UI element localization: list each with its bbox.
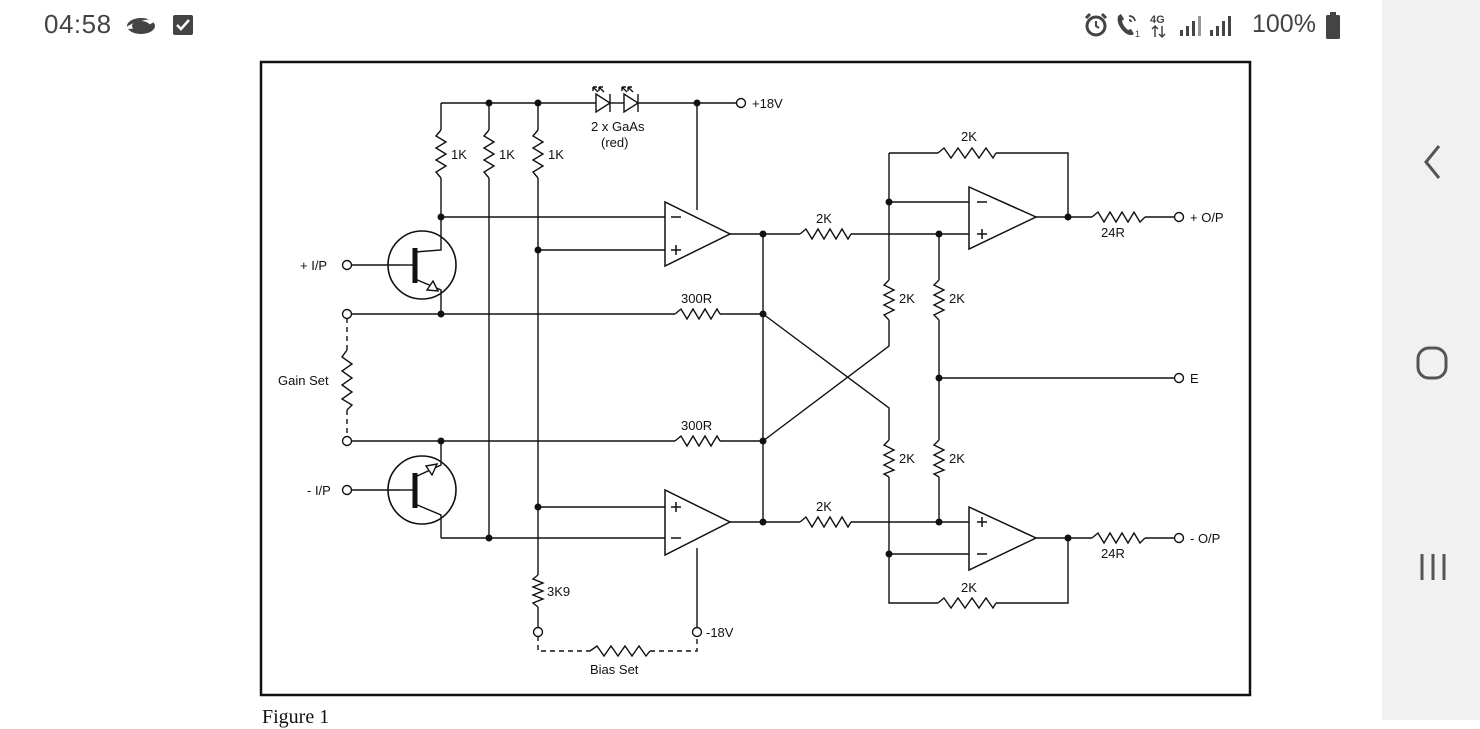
label-leds-color: (red) <box>601 135 628 150</box>
status-time: 04:58 <box>44 9 112 39</box>
label-2k-mid-d: 2K <box>949 451 965 466</box>
label-neg18v: -18V <box>706 625 734 640</box>
label-2k-in-top: 2K <box>816 211 832 226</box>
label-output-neg: - O/P <box>1190 531 1220 546</box>
label-pos18v: +18V <box>752 96 783 111</box>
terminal-output-pos <box>1173 211 1185 223</box>
label-leds: 2 x GaAs <box>591 119 645 134</box>
resistor-gain-set <box>340 349 354 411</box>
figure-caption: Figure 1 <box>262 706 330 728</box>
resistor-24r-bottom <box>1091 531 1146 545</box>
recent-apps-button[interactable] <box>1382 528 1480 608</box>
component-labels: +18V 2 x GaAs (red) 1K 1K 1K + I/P Gain … <box>278 96 1224 677</box>
network-type-icon: 4G <box>1150 14 1166 39</box>
terminal-input-pos <box>341 259 353 271</box>
label-input-neg: - I/P <box>307 483 331 498</box>
label-2k-mid-c: 2K <box>899 451 915 466</box>
alarm-icon <box>1084 12 1108 37</box>
label-bias-set: Bias Set <box>590 662 639 677</box>
resistors <box>340 129 1146 658</box>
circuit-schematic: +18V 2 x GaAs (red) 1K 1K 1K + I/P Gain … <box>259 60 1252 697</box>
opamp-bottom-right <box>968 505 1038 572</box>
terminal-gain-a <box>341 308 353 320</box>
led-pair <box>592 86 640 114</box>
junction-dots <box>437 99 1072 558</box>
home-button[interactable] <box>1382 323 1480 403</box>
label-1k-a: 1K <box>451 147 467 162</box>
resistor-2k-in-bottom <box>799 515 852 529</box>
label-3k9: 3K9 <box>547 584 570 599</box>
chevron-left-icon <box>1424 145 1441 179</box>
wifi-call-icon: 1 <box>1117 14 1140 38</box>
opamp-top-left <box>664 200 732 268</box>
resistor-300r-bottom <box>674 434 721 448</box>
checkbox-icon <box>173 15 193 35</box>
svg-text:1: 1 <box>1135 29 1140 38</box>
signal-icon <box>1180 16 1231 36</box>
label-1k-c: 1K <box>548 147 564 162</box>
svg-text:4G: 4G <box>1150 14 1165 26</box>
image-viewer: +18V 2 x GaAs (red) 1K 1K 1K + I/P Gain … <box>0 54 1382 728</box>
label-24r-bottom: 24R <box>1101 546 1125 561</box>
home-circle-icon <box>1416 346 1448 380</box>
label-1k-b: 1K <box>499 147 515 162</box>
resistor-24r-top <box>1091 210 1146 224</box>
label-300r-bottom: 300R <box>681 418 712 433</box>
recent-apps-icon <box>1420 554 1446 580</box>
navigation-bar <box>1382 0 1480 720</box>
resistor-bias-set <box>589 644 651 658</box>
terminals <box>341 97 1185 638</box>
opamp-top-right <box>968 185 1038 251</box>
terminal-output-neg <box>1173 532 1185 544</box>
op-amps <box>664 185 1038 572</box>
cloud-icon <box>126 18 156 34</box>
led-2 <box>623 92 640 114</box>
label-2k-in-bottom: 2K <box>816 499 832 514</box>
label-2k-fb-bottom: 2K <box>961 580 977 595</box>
resistor-2k-fb-top <box>937 146 997 160</box>
label-earth: E <box>1190 371 1199 386</box>
battery-icon <box>1326 12 1340 39</box>
resistor-2k-mid-a <box>882 279 896 321</box>
terminal-gain-b <box>341 435 353 447</box>
transistor-q2 <box>387 455 457 525</box>
resistor-300r-top <box>674 307 721 321</box>
label-2k-fb-top: 2K <box>961 129 977 144</box>
transistor-q1 <box>387 230 457 300</box>
terminal-input-neg <box>341 484 353 496</box>
label-2k-mid-b: 2K <box>949 291 965 306</box>
terminal-pos18v <box>735 97 747 109</box>
back-button[interactable] <box>1382 122 1480 202</box>
resistor-1k-a <box>434 129 448 179</box>
resistor-2k-in-top <box>799 227 852 241</box>
resistor-2k-mid-b <box>932 279 946 321</box>
resistor-2k-mid-d <box>932 439 946 478</box>
label-output-pos: + O/P <box>1190 210 1224 225</box>
wires <box>346 102 1175 652</box>
resistor-1k-c <box>531 129 545 179</box>
label-300r-top: 300R <box>681 291 712 306</box>
resistor-2k-mid-c <box>882 439 896 478</box>
transistors <box>387 230 457 525</box>
terminal-neg18v <box>691 626 703 638</box>
label-2k-mid-a: 2K <box>899 291 915 306</box>
label-24r-top: 24R <box>1101 225 1125 240</box>
resistor-2k-fb-bottom <box>937 596 997 610</box>
label-input-pos: + I/P <box>300 258 327 273</box>
battery-percent: 100% <box>1252 10 1316 38</box>
resistor-1k-b <box>482 129 496 179</box>
terminal-earth <box>1173 372 1185 384</box>
terminal-bias-a <box>532 626 544 638</box>
label-gain-set: Gain Set <box>278 373 329 388</box>
status-bar: 04:58 1 4G 100% <box>0 0 1382 54</box>
resistor-3k9 <box>531 574 545 608</box>
opamp-bottom-left <box>664 488 732 557</box>
